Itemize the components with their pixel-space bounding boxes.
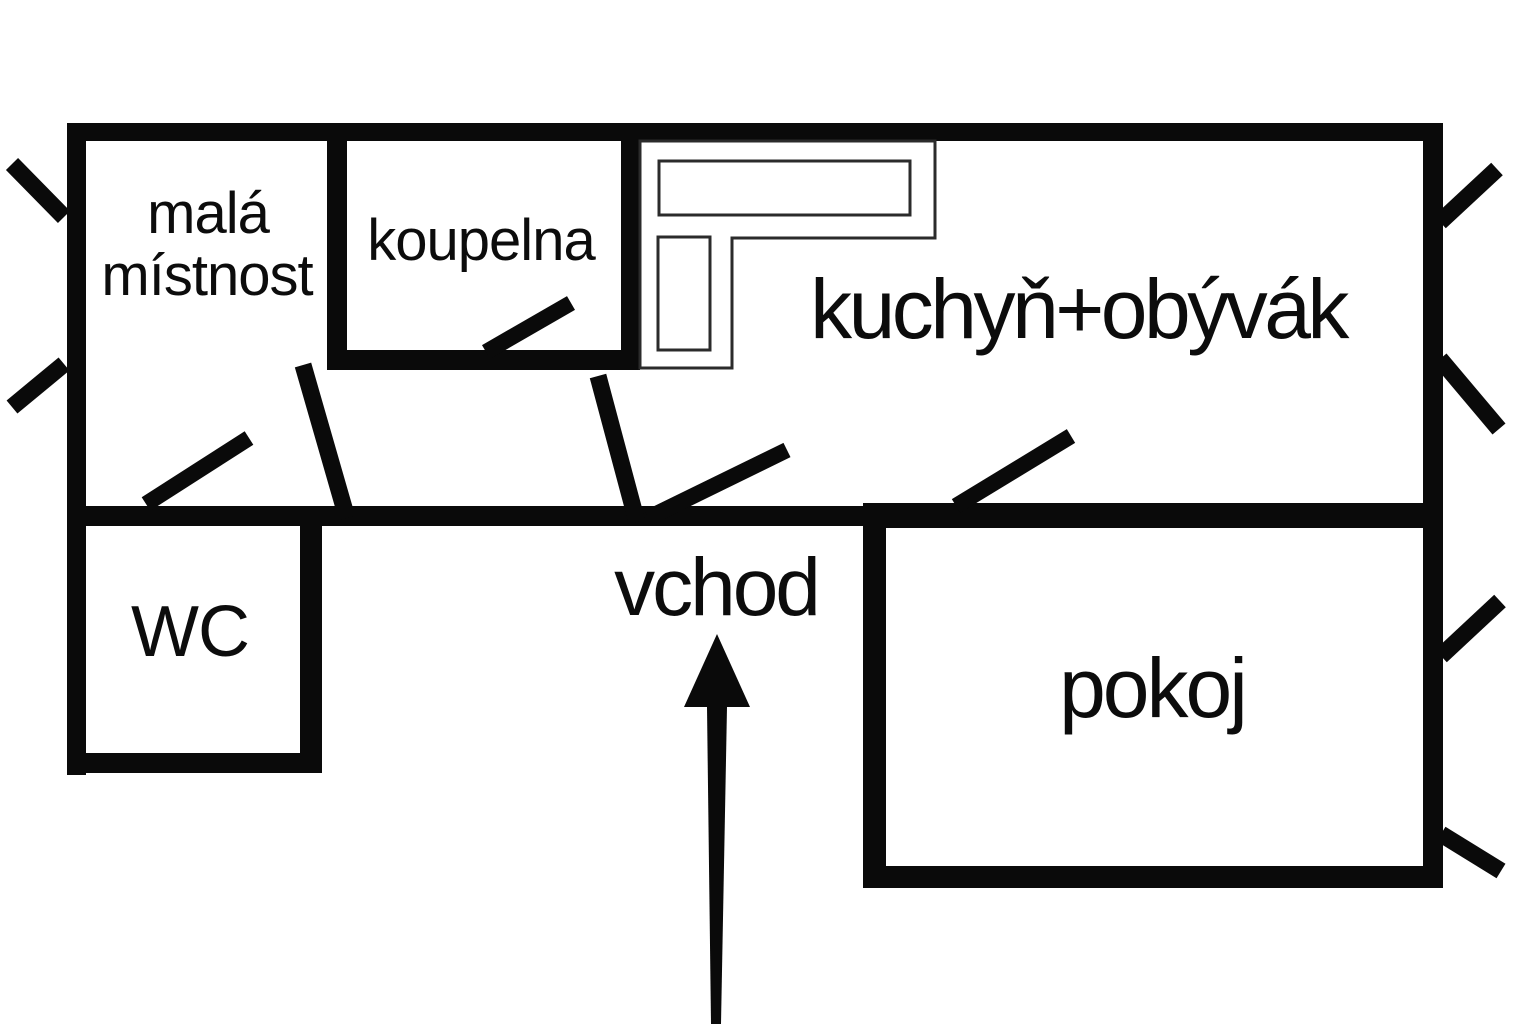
- wall-wc-bottom: [67, 753, 322, 773]
- window-tick-pokoj-upper-icon: [1435, 594, 1506, 663]
- entrance-arrow-shaft: [707, 707, 727, 1024]
- door-swing-entrance-icon: [644, 442, 791, 526]
- entrance-label: vchod: [614, 542, 821, 633]
- room-label-pokoj: pokoj: [1059, 641, 1248, 735]
- room-label-koupelna: koupelna: [367, 208, 595, 273]
- window-tick-left-lower-icon: [6, 357, 70, 414]
- room-label-kuchyn-obyvak: kuchyň+obývák: [810, 262, 1349, 356]
- kitchen-counter-top-inset: [657, 159, 912, 217]
- wall-top-outer: [67, 123, 1443, 141]
- entrance-arrow-head: [684, 634, 750, 707]
- wall-pokoj-top: [863, 503, 1443, 528]
- wall-left-outer: [67, 123, 86, 775]
- window-tick-left-upper-icon: [5, 158, 71, 223]
- door-swings: [141, 296, 1076, 526]
- door-leaves: [294, 362, 646, 525]
- door-leaf-mala-mistnost-icon: [294, 362, 356, 521]
- wall-koupelna-left: [327, 123, 347, 370]
- wall-pokoj-left: [863, 503, 886, 888]
- walls: [67, 123, 1443, 888]
- room-label-mala-mistnost-line1: malá: [147, 181, 270, 246]
- door-swing-wc-icon: [141, 431, 254, 511]
- wall-koupelna-bottom: [327, 350, 640, 370]
- room-label-wc: WC: [131, 592, 250, 672]
- kitchen-counter-side-inset: [656, 235, 712, 352]
- kitchen-counter-outer: [638, 139, 937, 370]
- room-label-mala-mistnost-line2: místnost: [101, 243, 313, 308]
- door-swing-koupelna-icon: [482, 296, 575, 359]
- window-tick-right-upper-icon: [1434, 162, 1503, 229]
- door-leaf-hallway-icon: [589, 373, 646, 525]
- window-tick-right-mid-icon: [1433, 353, 1506, 435]
- window-tick-pokoj-lower-icon: [1436, 826, 1506, 879]
- door-swing-pokoj-icon: [951, 429, 1076, 513]
- wall-koupelna-right: [621, 123, 640, 370]
- wall-wc-right: [300, 506, 322, 772]
- wall-pokoj-bottom: [863, 866, 1443, 888]
- entrance-arrow-icon: [684, 634, 750, 1024]
- kitchen-counter-icon: [638, 139, 937, 370]
- window-ticks: [5, 158, 1506, 879]
